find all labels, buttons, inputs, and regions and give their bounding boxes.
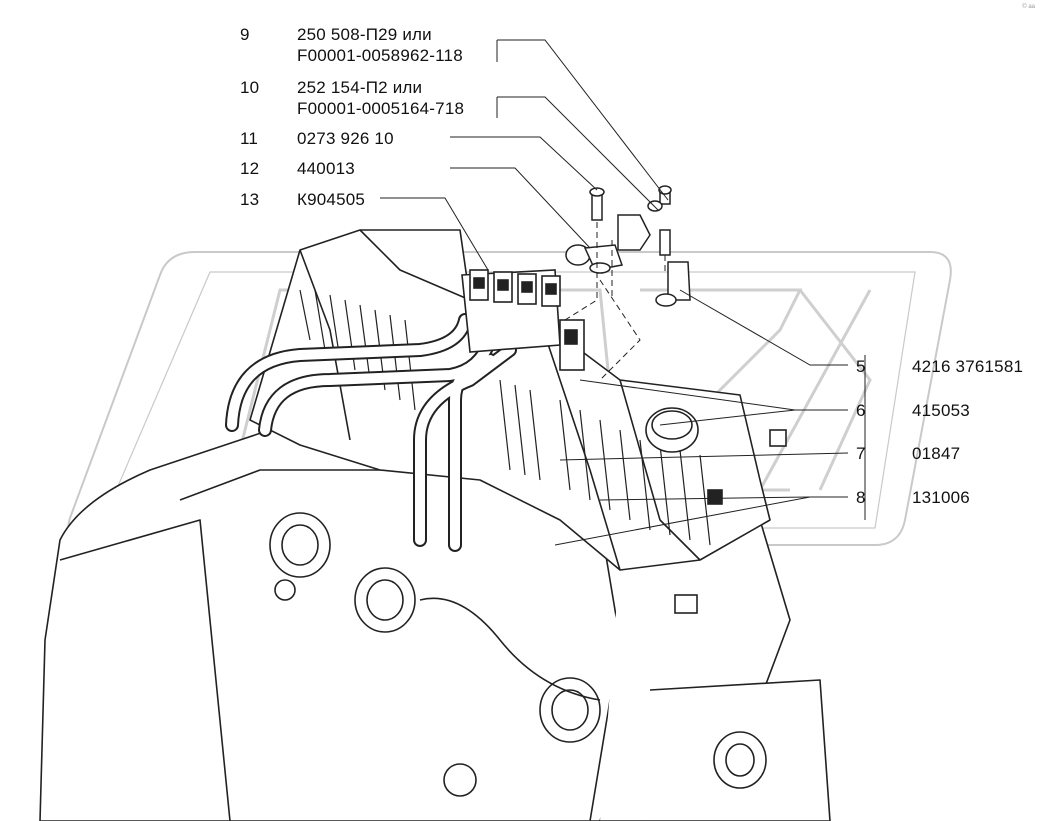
leader-lines-left <box>380 39 669 271</box>
assembly-lines <box>564 222 666 381</box>
callout-11-number: 11 <box>240 129 259 148</box>
callout-7-number: 7 <box>856 444 866 463</box>
bracket-parts <box>565 185 691 307</box>
callout-10-text: 252 154-П2 или F00001-0005164-718 <box>297 77 464 119</box>
callout-10-number: 10 <box>240 78 260 97</box>
manifold-ports <box>269 512 767 797</box>
callout-7-code: 01847 <box>912 444 961 463</box>
engine-block <box>39 229 831 821</box>
callout-9-line1: 250 508-П29 или <box>297 25 432 44</box>
callout-9-text: 250 508-П29 или F00001-0058962-118 <box>297 24 463 66</box>
fuel-hoses-inner <box>227 315 515 550</box>
callout-5-number: 5 <box>856 357 866 376</box>
callout-8-number: 8 <box>856 488 866 507</box>
callout-5-code: 4216 3761581 <box>912 357 1024 376</box>
callout-13-text: К904505 <box>297 190 366 209</box>
callout-12-number: 12 <box>240 159 260 178</box>
callout-13-number: 13 <box>240 190 260 209</box>
callout-8-code: 131006 <box>912 488 970 507</box>
callout-11-text: 0273 926 10 <box>297 129 394 148</box>
callout-6-code: 415053 <box>912 401 970 420</box>
corner-mark: © aa <box>1022 4 1035 10</box>
leader-lines-right <box>554 289 866 546</box>
oil-filler-cap <box>645 407 787 614</box>
injector-rail <box>461 269 585 371</box>
callout-9-number: 9 <box>240 25 250 44</box>
callout-9-line2: F00001-0058962-118 <box>297 46 463 65</box>
callout-6-number: 6 <box>856 401 866 420</box>
callout-12-text: 440013 <box>297 159 355 178</box>
callout-10-line2: F00001-0005164-718 <box>297 99 465 118</box>
callout-10-line1: 252 154-П2 или <box>297 78 423 97</box>
